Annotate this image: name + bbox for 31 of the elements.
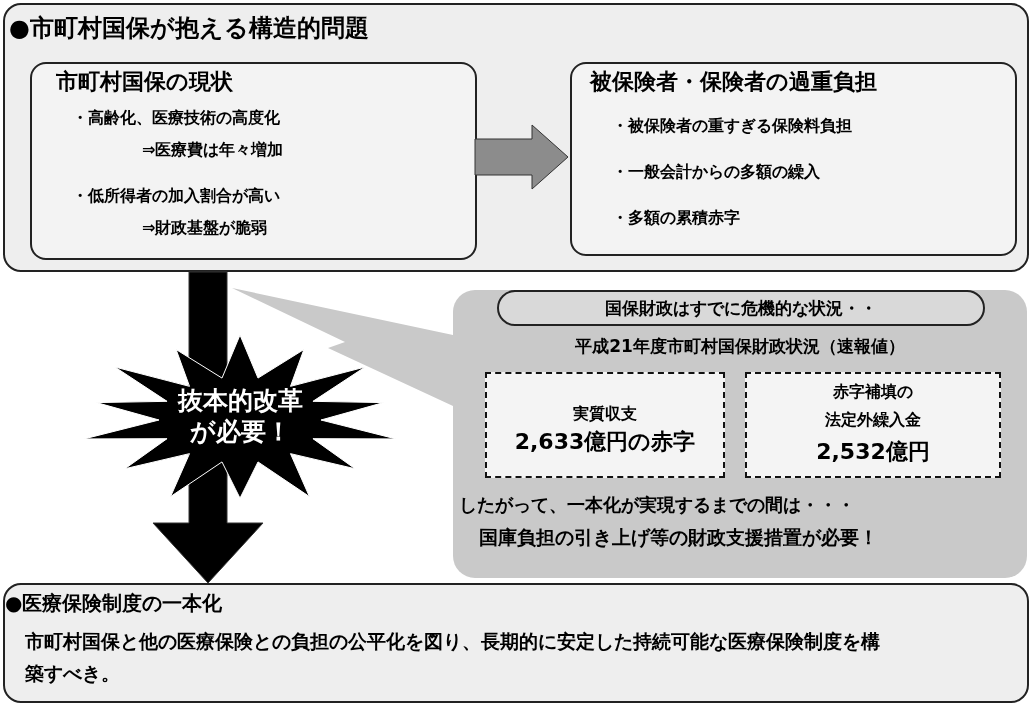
header-pill <box>497 290 985 326</box>
heading: ●医療保険制度の一本化 <box>5 591 223 616</box>
text-line: ⇒財政基盤が脆弱 <box>142 218 268 238</box>
text-line: したがって、一本化が実現するまでの間は・・・ <box>459 494 855 517</box>
text-line: ・低所得者の加入割合が高い <box>72 186 280 206</box>
text-line: ⇒医療費は年々増加 <box>142 140 284 160</box>
info-box <box>570 62 1017 256</box>
text-line: 2,532億円 <box>815 438 931 466</box>
heading: 赤字補填の <box>832 382 914 402</box>
dashed-box <box>485 372 725 478</box>
heading: 国保財政はすでに危機的な状況・・ <box>604 298 878 320</box>
heading: ●市町村国保が抱える構造的問題 <box>9 13 369 43</box>
text-line: 2,633億円の赤字 <box>513 428 697 456</box>
text-line: ・一般会計からの多額の繰入 <box>612 162 820 182</box>
text-line: ・被保険者の重すぎる保険料負担 <box>612 116 852 136</box>
section-panel <box>3 3 1029 272</box>
info-box <box>30 62 477 260</box>
heading: 被保険者・保険者の過重負担 <box>590 68 877 96</box>
heading: 市町村国保の現状 <box>56 68 233 96</box>
block-arrow <box>474 124 569 190</box>
heading: 実質収支 <box>572 404 638 424</box>
dashed-box <box>745 372 1001 478</box>
callout-panel <box>453 290 1027 578</box>
text-line: ・多額の累積赤字 <box>612 208 740 228</box>
text-line: 市町村国保と他の医療保険との負担の公平化を図り、長期的に安定した持続可能な医療保険制度を構築すべき。 <box>25 629 881 687</box>
heading: 抜本的改革が必要！ <box>176 385 304 448</box>
section-panel <box>3 583 1029 703</box>
text-line: 法定外繰入金 <box>824 410 922 430</box>
heading: 平成21年度市町村国保財政状況（速報値） <box>574 336 906 358</box>
text-line: 国庫負担の引き上げ等の財政支援措置が必要！ <box>479 526 878 550</box>
text-line: ・高齢化、医療技術の高度化 <box>72 108 280 128</box>
